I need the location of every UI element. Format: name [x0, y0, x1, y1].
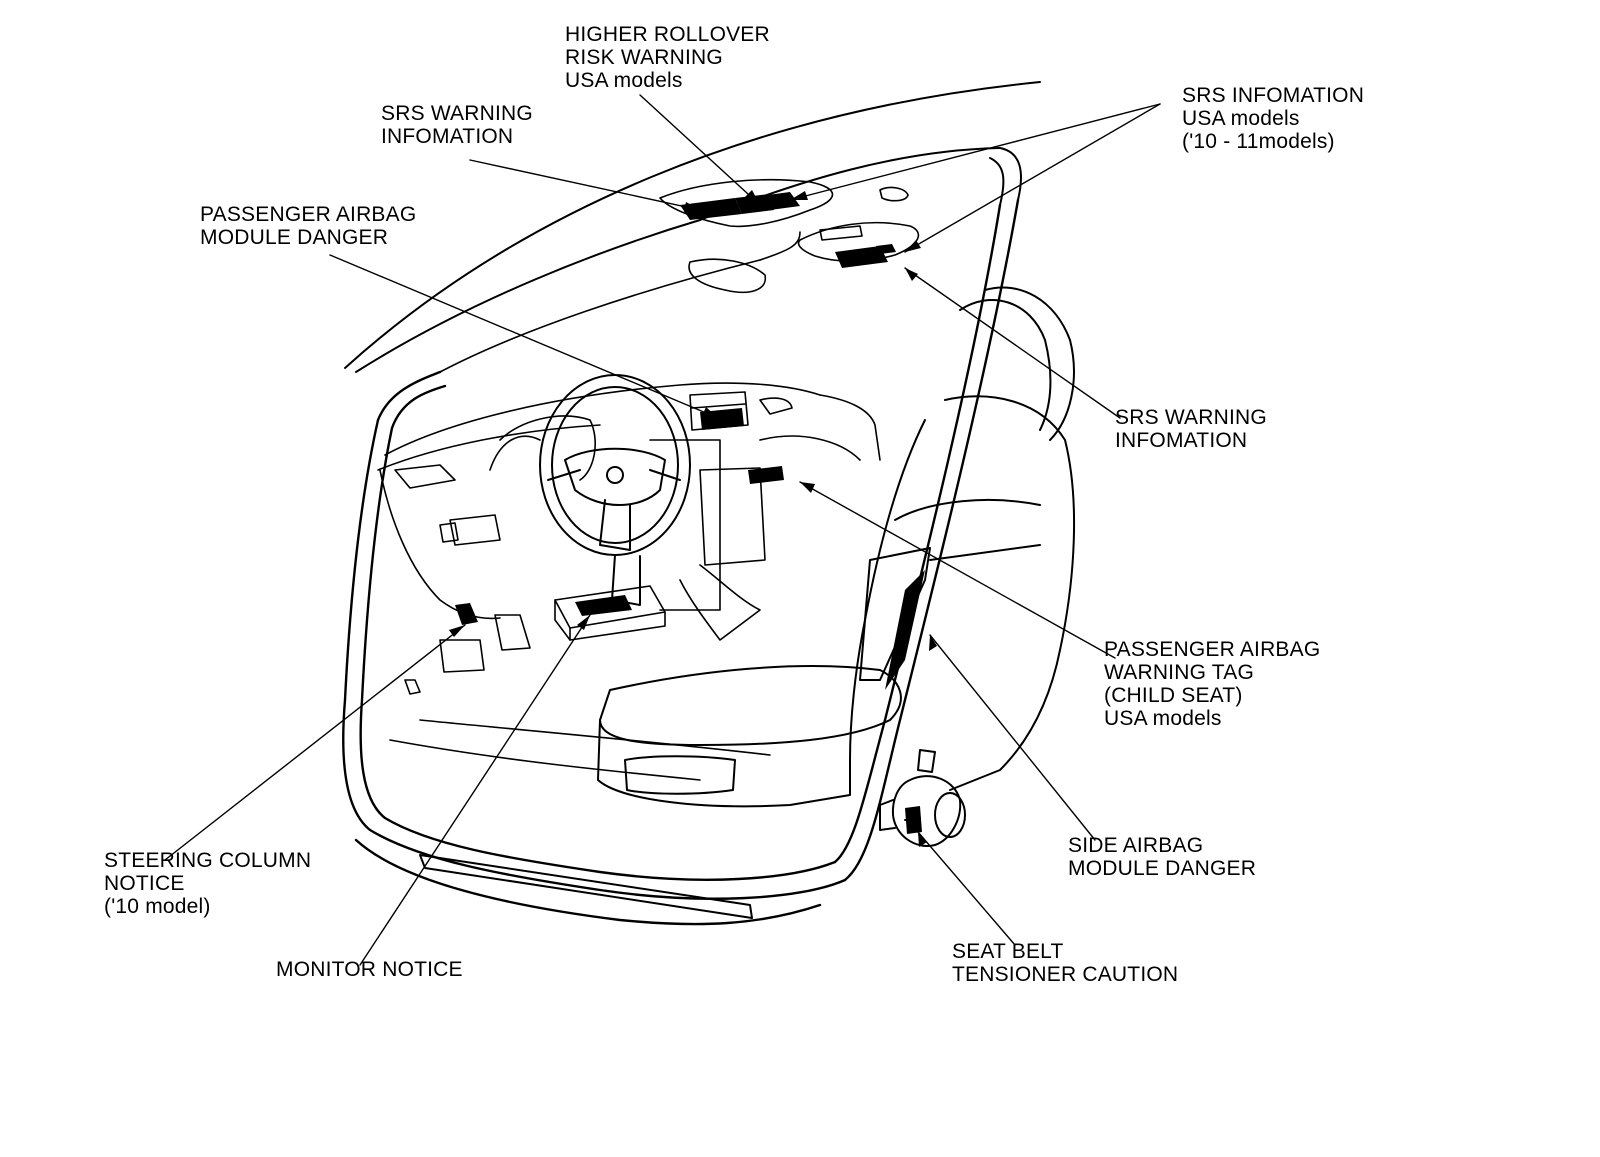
callout-line: USA models — [565, 69, 683, 92]
callout-line: MODULE DANGER — [200, 226, 389, 249]
arrowhead — [905, 240, 921, 252]
callout-line: MODULE DANGER — [1068, 857, 1257, 880]
arrowhead — [684, 202, 700, 212]
callout-line: PASSENGER AIRBAG — [1104, 638, 1321, 661]
callout-higher-rollover: HIGHER ROLLOVER RISK WARNING USA models — [565, 23, 770, 92]
callout-line: SRS WARNING — [381, 102, 533, 125]
callout-line: PASSENGER AIRBAG — [200, 203, 417, 226]
headliner — [439, 178, 920, 373]
footwell — [389, 564, 771, 781]
callout-line: WARNING TAG — [1104, 661, 1254, 684]
steering-wheel — [539, 374, 691, 606]
arrowhead — [449, 625, 465, 637]
callout-line: ('10 - 11models) — [1182, 130, 1335, 153]
callout-line: HIGHER ROLLOVER — [565, 23, 770, 46]
callout-line: INFOMATION — [381, 125, 514, 148]
callout-line: STEERING COLUMN — [104, 849, 312, 872]
callout-line: NOTICE — [104, 872, 185, 895]
callout-line: (CHILD SEAT) — [1104, 684, 1243, 707]
callout-line: USA models — [1104, 707, 1222, 730]
arrowhead — [905, 268, 918, 281]
leader-arrowheads — [449, 190, 937, 847]
leader-passenger-airbag-tag — [799, 481, 1116, 659]
leader-srs-info-b — [904, 103, 1161, 253]
dashboard — [377, 382, 881, 620]
callout-line: SEAT BELT — [952, 940, 1064, 963]
arrowhead — [577, 615, 590, 630]
callout-line: SIDE AIRBAG — [1068, 834, 1204, 857]
callout-line: INFOMATION — [1115, 429, 1248, 452]
passenger-seat — [597, 286, 1076, 808]
leader-steering-column — [164, 624, 466, 861]
callout-side-airbag-danger: SIDE AIRBAG MODULE DANGER — [1068, 834, 1256, 880]
arrowhead — [702, 407, 718, 418]
callout-line: RISK WARNING — [565, 46, 723, 69]
callout-monitor-notice: MONITOR NOTICE — [276, 958, 463, 981]
leader-passenger-airbag-danger — [329, 254, 719, 419]
roof-outline — [344, 81, 1041, 373]
callout-line: USA models — [1182, 107, 1300, 130]
arrowhead — [790, 191, 808, 200]
headliner-label-patches — [680, 192, 896, 268]
callout-srs-warning-top: SRS WARNING INFOMATION — [381, 102, 533, 148]
dash-label-patches — [700, 408, 784, 484]
arrowhead — [918, 832, 927, 847]
leader-side-airbag — [929, 634, 1096, 841]
leader-srs-warning-right — [904, 267, 1121, 419]
callout-line: SRS INFOMATION — [1182, 84, 1365, 107]
arrowhead — [800, 482, 815, 493]
arrowhead — [929, 635, 937, 651]
seat-belt-tensioner-assembly — [879, 749, 966, 847]
leader-lines — [164, 94, 1161, 966]
callout-seat-belt-tensioner: SEAT BELT TENSIONER CAUTION — [952, 940, 1178, 986]
callout-srs-warning-right: SRS WARNING INFOMATION — [1115, 406, 1267, 452]
callout-line: ('10 model) — [104, 895, 211, 918]
callout-srs-info-roof: SRS INFOMATION USA models ('10 - 11model… — [1182, 84, 1364, 153]
leader-srs-info-a — [789, 103, 1161, 201]
callout-steering-column: STEERING COLUMN NOTICE ('10 model) — [104, 849, 311, 918]
door-sill — [419, 854, 753, 919]
leader-srs-warning-top — [469, 159, 701, 211]
leader-seat-belt — [917, 831, 1016, 946]
leader-monitor-notice — [359, 614, 591, 966]
callout-line: SRS WARNING — [1115, 406, 1267, 429]
callout-passenger-airbag-danger: PASSENGER AIRBAG MODULE DANGER — [200, 203, 416, 249]
callout-line: MONITOR NOTICE — [276, 958, 463, 981]
seat-label-patches — [885, 570, 925, 690]
callout-line: TENSIONER CAUTION — [952, 963, 1179, 986]
arrowhead — [744, 190, 760, 205]
tensioner-label-patch — [905, 806, 922, 834]
leader-higher-rollover — [639, 94, 761, 206]
callout-passenger-airbag-tag: PASSENGER AIRBAG WARNING TAG (CHILD SEAT… — [1104, 638, 1320, 730]
floor-label-patches — [455, 595, 632, 625]
